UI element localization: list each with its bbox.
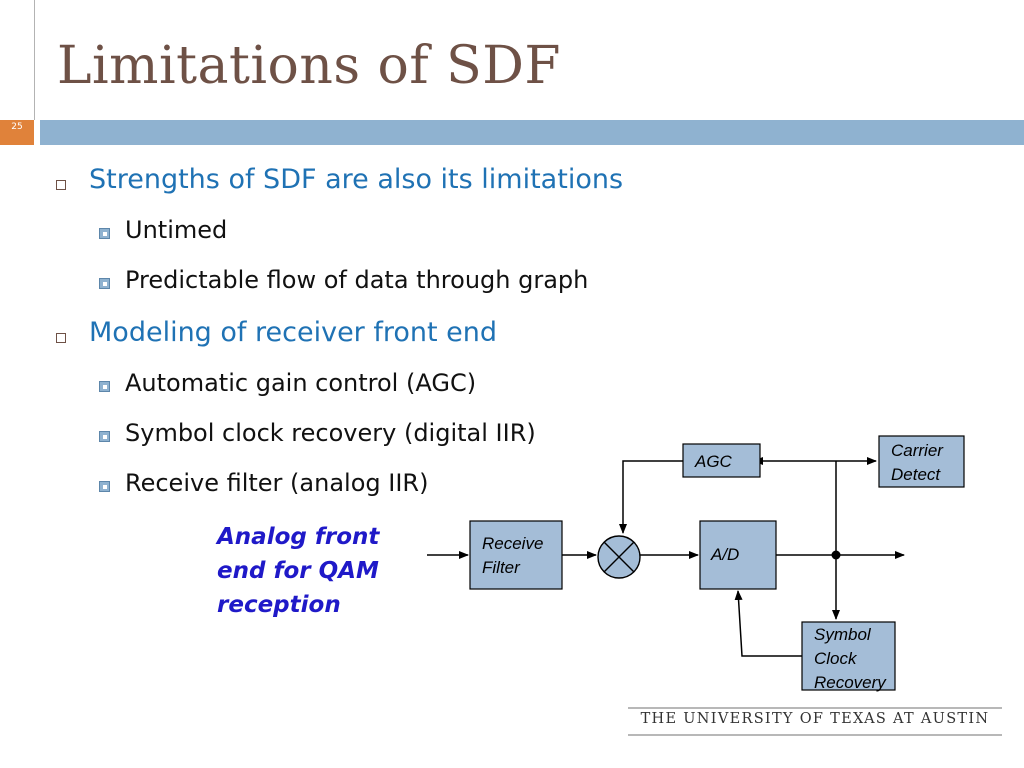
university-footer: THE UNIVERSITY OF TEXAS AT AUSTIN (640, 711, 990, 727)
slide-title: Limitations of SDF (57, 36, 562, 96)
carrier-detect-label: Carrier (891, 441, 944, 460)
symbol-clock-recovery-label: Clock (814, 649, 858, 668)
clock-to-ad-line (734, 590, 802, 657)
bullet-item: Modeling of receiver front end (89, 317, 498, 348)
symbol-clock-recovery-label: Symbol (814, 625, 872, 644)
caption-line: end for QAM (217, 558, 379, 584)
agc-to-mixer-line (619, 460, 683, 534)
slide-number-badge: 25 (0, 120, 34, 145)
footer-rule-bottom (628, 734, 1002, 736)
symbol-clock-recovery-label: Recovery (814, 673, 887, 692)
sub-bullet-item: Automatic gain control (AGC) (125, 369, 477, 397)
receive-filter-block: Receive Filter (469, 520, 563, 590)
receive-filter-label: Filter (482, 558, 521, 577)
sub-bullet-marker-icon (99, 228, 110, 239)
bullet-marker-icon (56, 180, 66, 190)
sub-bullet-marker-icon (99, 431, 110, 442)
caption-line: Analog front (217, 524, 380, 550)
agc-block: AGC (682, 443, 761, 478)
sub-bullet-marker-icon (99, 381, 110, 392)
caption-line: reception (217, 592, 341, 618)
receive-filter-label: Receive (482, 534, 543, 553)
agc-label: AGC (694, 452, 733, 471)
diagram-caption: Analog front end for QAM reception (217, 520, 379, 622)
sub-bullet-item: Untimed (125, 216, 228, 244)
bullet-item: Strengths of SDF are also its limitation… (89, 164, 624, 195)
sub-bullet-item: Receive filter (analog IIR) (125, 469, 429, 497)
header-bar (40, 120, 1024, 145)
ad-converter-block: A/D (699, 520, 777, 590)
header-divider-line (34, 0, 35, 120)
carrier-detect-block: Carrier Detect (878, 435, 965, 488)
sub-bullet-marker-icon (99, 278, 110, 289)
mixer-icon (597, 535, 641, 579)
symbol-clock-recovery-block: Symbol Clock Recovery (801, 621, 896, 692)
sub-bullet-item: Predictable flow of data through graph (125, 266, 589, 294)
bullet-marker-icon (56, 333, 66, 343)
ad-label: A/D (710, 545, 739, 564)
sub-bullet-marker-icon (99, 481, 110, 492)
carrier-detect-label: Detect (891, 465, 941, 484)
sub-bullet-item: Symbol clock recovery (digital IIR) (125, 419, 536, 447)
footer-rule-top (628, 707, 1002, 709)
